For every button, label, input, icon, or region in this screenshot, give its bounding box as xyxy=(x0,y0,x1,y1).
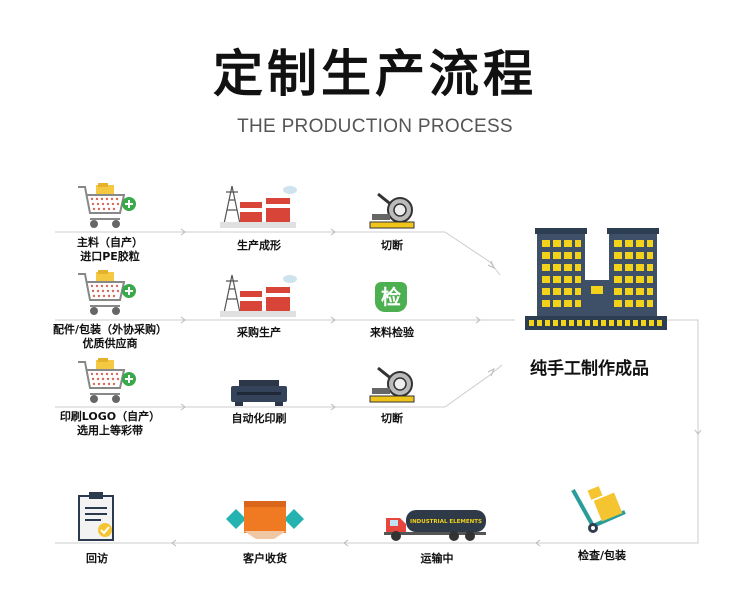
shopping-cart-icon xyxy=(78,358,136,403)
row2-process-label: 采购生产 xyxy=(237,326,281,339)
printer-icon xyxy=(231,380,287,406)
truck-tank-text: INDUSTRIAL ELEMENTS xyxy=(410,519,482,525)
package-receive-icon xyxy=(226,501,304,539)
shopping-cart-icon xyxy=(78,270,136,315)
cutting-machine-icon xyxy=(369,192,415,229)
row3-check-label: 切断 xyxy=(381,412,403,425)
factory-icon xyxy=(220,274,297,317)
clipboard-icon xyxy=(78,492,114,541)
row1-process-label: 生产成形 xyxy=(237,239,281,252)
shopping-cart-icon xyxy=(78,183,136,228)
row3-material-line1: 印刷LOGO（自产） xyxy=(59,410,161,423)
row1-material-line2: 进口PE胶粒 xyxy=(80,250,140,263)
receive-label: 客户收货 xyxy=(243,552,287,565)
page-subtitle: THE PRODUCTION PROCESS xyxy=(237,116,513,137)
row1-check-label: 切断 xyxy=(381,239,403,252)
row1-material-label: 主料（自产） 进口PE胶粒 xyxy=(60,236,160,264)
hand-truck-icon xyxy=(571,486,626,533)
cutting-machine-icon xyxy=(369,366,415,403)
visit-label: 回访 xyxy=(86,552,108,565)
row1-material-line1: 主料（自产） xyxy=(77,236,143,249)
row3-material-line2: 选用上等彩带 xyxy=(77,424,143,437)
page-title: 定制生产流程 xyxy=(213,45,537,103)
row2-material-line2: 优质供应商 xyxy=(82,337,138,350)
inspection-badge-icon: 检 xyxy=(375,282,407,312)
transport-label: 运输中 xyxy=(420,552,454,565)
inspect-label: 检查/包装 xyxy=(577,549,627,562)
row3-material-label: 印刷LOGO（自产） 选用上等彩带 xyxy=(52,410,168,438)
row2-material-line1: 配件/包装（外协采购） xyxy=(52,323,168,336)
row2-check-label: 来料检验 xyxy=(370,326,414,339)
truck-icon: INDUSTRIAL ELEMENTS xyxy=(384,510,486,541)
row2-material-label: 配件/包装（外协采购） 优质供应商 xyxy=(48,323,172,351)
factory-label: 纯手工制作成品 xyxy=(530,359,649,379)
row3-process-label: 自动化印刷 xyxy=(231,412,287,425)
factory-building-icon xyxy=(525,228,667,330)
factory-icon xyxy=(220,185,297,228)
